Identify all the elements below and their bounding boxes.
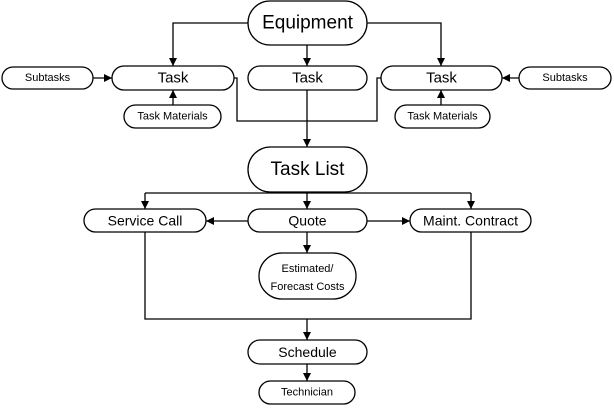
node-task-right-label: Task <box>426 70 457 87</box>
node-task-materials-left-label: Task Materials <box>137 111 208 123</box>
node-quote: Quote <box>247 208 368 233</box>
node-estimated-costs-label-line2: Forecast Costs <box>271 281 345 293</box>
connector-task-left-merge <box>234 77 307 122</box>
connector-equipment-task-left <box>169 22 248 66</box>
node-task-list: Task List <box>247 146 368 193</box>
node-task-left: Task <box>111 65 235 91</box>
node-task-list-label: Task List <box>271 159 346 180</box>
node-technician: Technician <box>258 380 356 405</box>
node-subtasks-right-label: Subtasks <box>542 72 588 84</box>
connector-task-right-merge <box>307 77 381 122</box>
connector-maint-contract-schedule <box>307 232 472 320</box>
node-task-center: Task <box>247 65 368 91</box>
node-subtasks-right: Subtasks <box>518 66 612 90</box>
node-equipment: Equipment <box>247 0 368 46</box>
node-schedule: Schedule <box>247 339 368 365</box>
node-estimated-costs-label-line1: Estimated/ <box>282 263 335 275</box>
node-maint-contract: Maint. Contract <box>409 208 532 233</box>
node-technician-label: Technician <box>281 387 333 399</box>
connector-equipment-task-right <box>367 22 445 66</box>
node-service-call: Service Call <box>83 208 207 233</box>
node-subtasks-left: Subtasks <box>1 66 94 90</box>
connector-service-call-schedule <box>144 232 307 320</box>
node-estimated-costs: Estimated/ Forecast Costs <box>258 252 357 300</box>
node-task-left-label: Task <box>158 70 189 87</box>
node-maint-contract-label: Maint. Contract <box>423 213 518 229</box>
node-quote-label: Quote <box>288 213 326 229</box>
node-task-materials-left: Task Materials <box>123 104 222 129</box>
node-subtasks-left-label: Subtasks <box>25 72 71 84</box>
node-service-call-label: Service Call <box>108 213 183 229</box>
node-task-right: Task <box>380 65 503 91</box>
connectors <box>93 22 519 381</box>
node-task-center-label: Task <box>292 70 323 87</box>
node-task-materials-right: Task Materials <box>394 104 491 129</box>
node-equipment-label: Equipment <box>262 13 354 34</box>
node-schedule-label: Schedule <box>278 344 337 360</box>
node-task-materials-right-label: Task Materials <box>407 111 478 123</box>
